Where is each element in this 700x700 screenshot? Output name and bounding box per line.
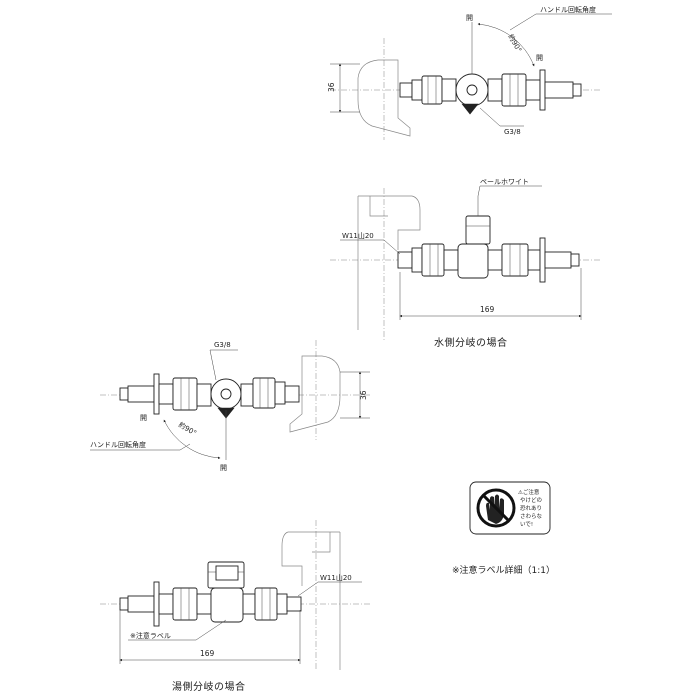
sticker-line-1: ⚠ご注意 xyxy=(518,488,540,496)
label-g38-2: G3/8 xyxy=(214,341,231,349)
caption-hot-side: 湯側分岐の場合 xyxy=(172,680,246,693)
label-angle-1: 約90° xyxy=(506,33,524,54)
dim-height-2: 36 xyxy=(359,390,368,400)
label-open-1: 開 xyxy=(466,14,473,22)
label-w11-2: W11山20 xyxy=(320,573,352,582)
sticker-line-2: やけどの xyxy=(520,496,542,504)
label-open-2b: 開 xyxy=(220,464,227,472)
dim-length-1: 169 xyxy=(480,305,495,314)
label-w11-1: W11山20 xyxy=(342,231,374,240)
label-angle-2: 約90° xyxy=(177,420,198,438)
label-open-1b: 開 xyxy=(536,54,543,62)
caution-sticker: ⚠ご注意 やけどの 恐れあり さわらな いで! xyxy=(469,481,551,535)
caption-caution-detail: ※注意ラベル詳細（1:1） xyxy=(452,564,555,576)
view-water-side: ペールホワイト W11山20 169 水側分岐の場合 xyxy=(330,178,600,349)
view-left-middle: 36 G3/8 開 約90° ハンドル回転角度 開 xyxy=(90,340,370,472)
view-hot-side: W11山20 ※注意ラベル 169 湯側分岐の場合 xyxy=(100,520,370,693)
sticker-line-5: いで! xyxy=(520,521,533,528)
sticker-line-4: さわらな xyxy=(520,513,543,520)
caption-water-side: 水側分岐の場合 xyxy=(434,336,508,349)
label-handle-angle-1: ハンドル回転角度 xyxy=(540,5,596,14)
label-handle-angle-2: ハンドル回転角度 xyxy=(90,440,146,449)
label-open-3: 開 xyxy=(140,414,147,422)
label-caution-ref: ※注意ラベル xyxy=(130,631,171,640)
dim-length-2: 169 xyxy=(200,649,215,658)
view-top-right: 36 開 開 約90° ハンドル回転角度 G3/8 xyxy=(327,5,612,140)
label-g38-1: G3/8 xyxy=(504,128,521,136)
label-pale-white: ペールホワイト xyxy=(480,178,529,186)
dim-height-1: 36 xyxy=(327,82,336,92)
no-touch-icon xyxy=(476,488,516,528)
sticker-line-3: 恐れあり xyxy=(520,505,542,512)
